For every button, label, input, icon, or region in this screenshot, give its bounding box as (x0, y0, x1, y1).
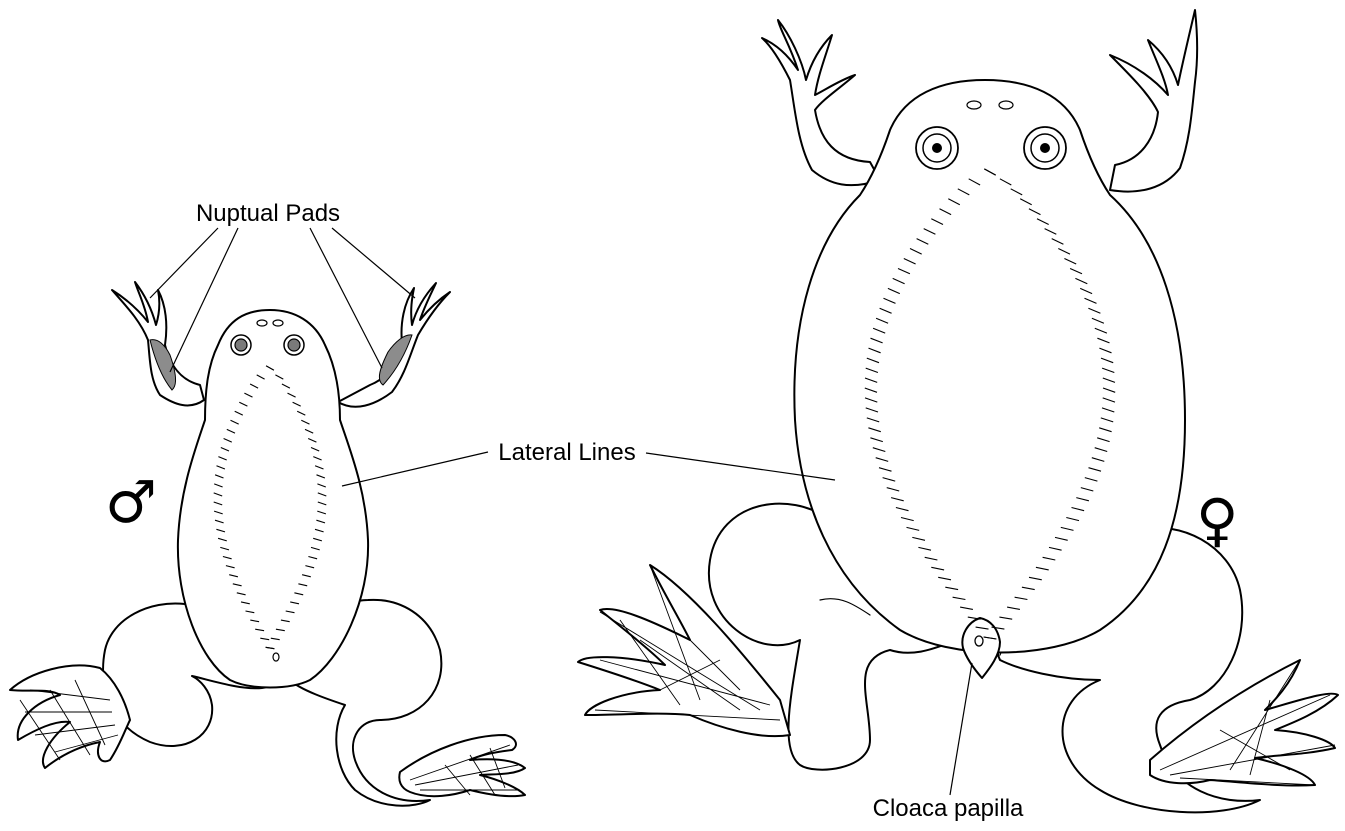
male-nostril-left (257, 320, 267, 326)
male-nostril-right (273, 320, 283, 326)
male-right-foot (399, 735, 525, 796)
male-cloaca (273, 653, 279, 661)
label-cloaca-papilla: Cloaca papilla (873, 795, 1024, 822)
female-left-arm (762, 20, 880, 185)
female-nostril-right (999, 101, 1013, 109)
male-eye-right (284, 335, 304, 355)
female-nostril-left (967, 101, 981, 109)
male-eye-left (231, 335, 251, 355)
male-body (178, 310, 368, 688)
female-eye-left (916, 127, 958, 169)
female-eye-right (1024, 127, 1066, 169)
label-lateral-lines: Lateral Lines (498, 439, 635, 466)
male-symbol: ♂ (105, 468, 157, 536)
male-frog (10, 282, 525, 806)
label-nuptual-pads: Nuptual Pads (196, 200, 340, 227)
male-left-foot (10, 665, 130, 768)
female-frog (578, 10, 1338, 812)
female-symbol: ♀ (1196, 486, 1238, 554)
female-right-arm (1110, 10, 1197, 192)
